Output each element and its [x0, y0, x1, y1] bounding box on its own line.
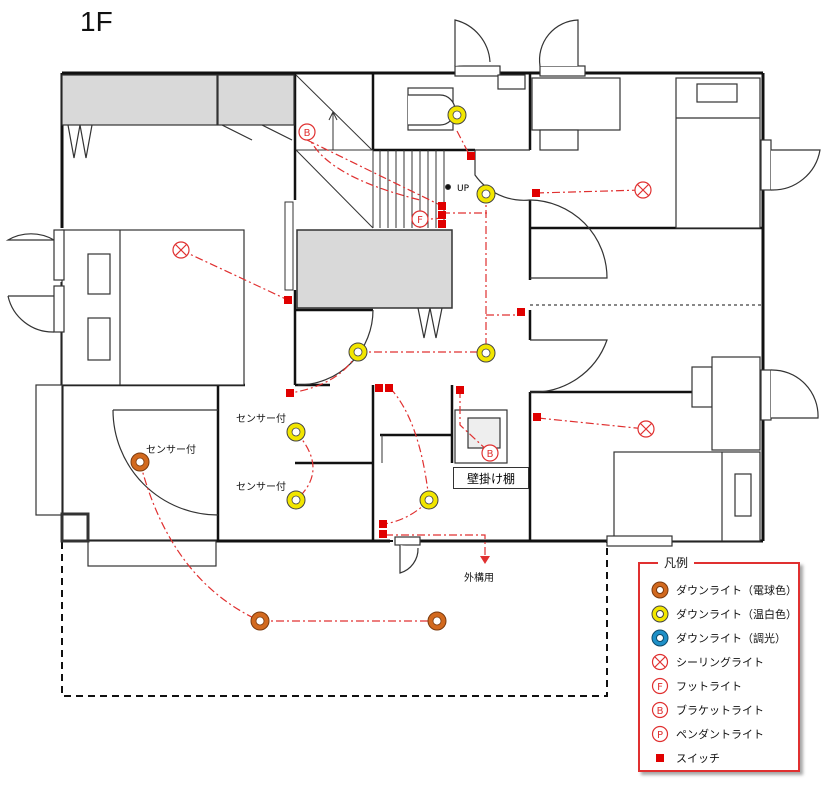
ceiling-light-icon: [634, 181, 652, 199]
switches: [284, 152, 541, 538]
bracket-symbol: B: [487, 449, 494, 460]
legend-label: ダウンライト（温白色）: [676, 608, 797, 621]
terrace-outline: [61, 540, 608, 697]
foot-light-icon: F: [411, 210, 429, 228]
legend-item: ダウンライト（温白色）: [650, 604, 797, 624]
switch-icon: [379, 520, 387, 528]
bracket-light-icon: B: [481, 444, 499, 462]
legend-item: ダウンライト（調光）: [650, 628, 786, 648]
ceiling-light-icon: [637, 420, 655, 438]
legend-label: シーリングライト: [676, 656, 764, 669]
downlight-neutral-icon: [348, 342, 368, 362]
legend-title: 凡例: [658, 554, 695, 571]
ceiling-light-icon: [172, 241, 190, 259]
toilet-room: [407, 74, 531, 201]
downlight-neutral-icon: [286, 490, 306, 510]
floor-title: 1F: [80, 6, 113, 37]
legend-item: ダウンライト（電球色）: [650, 580, 797, 600]
legend-item: P ペンダントライト: [650, 724, 764, 744]
downlight-neutral-icon: [447, 105, 467, 125]
exterior-arrow: [480, 556, 490, 564]
switch-icon: [467, 152, 475, 160]
legend-label: ダウンライト（調光）: [676, 632, 786, 645]
switch-icon: [517, 308, 525, 316]
legend-item: シーリングライト: [650, 652, 764, 672]
staircase: [295, 74, 451, 229]
downlight-warm-icon: [651, 581, 669, 599]
bracket-light-icon: B: [651, 701, 669, 719]
foot-light-icon: F: [651, 677, 669, 695]
legend-label: フットライト: [676, 680, 742, 693]
entry-area: [35, 384, 421, 574]
sensor-label: センサー付: [236, 414, 286, 425]
switch-icon: [438, 220, 446, 228]
bed-left: [61, 229, 245, 386]
switch-icon: [533, 413, 541, 421]
foot-symbol: F: [417, 215, 423, 226]
ceiling-light-icon: [651, 653, 669, 671]
up-label: UP: [457, 184, 470, 194]
downlight-warm-icon: [250, 611, 270, 631]
downlight-dimmable-icon: [651, 629, 669, 647]
switch-icon: [532, 189, 540, 197]
downlight-neutral-icon: [286, 422, 306, 442]
downlight-warm-icon: [427, 611, 447, 631]
washbasin: [454, 409, 508, 464]
bracket-light-icon: B: [298, 123, 316, 141]
pendant-light-icon: P: [651, 725, 669, 743]
closet-left: [61, 74, 295, 159]
legend-item: B ブラケットライト: [650, 700, 764, 720]
switch-icon: [438, 211, 446, 219]
switch-icon: [379, 530, 387, 538]
switch-icon: [284, 296, 292, 304]
switch-icon: [456, 386, 464, 394]
downlight-neutral-icon: [651, 605, 669, 623]
downlight-neutral-icon: [419, 490, 439, 510]
storage-block: [296, 229, 453, 309]
legend-symbol: B: [657, 706, 664, 717]
right-outer-doors: [760, 139, 821, 421]
wall-shelf-label: 壁掛け棚: [453, 467, 529, 489]
legend-label: ブラケットライト: [676, 704, 764, 717]
exterior-label: 外構用: [464, 573, 494, 584]
downlight-neutral-icon: [476, 343, 496, 363]
right-room-furniture: [531, 77, 761, 547]
hall-doors: [112, 199, 608, 516]
switch-icon: [438, 202, 446, 210]
legend-label: スイッチ: [676, 752, 720, 765]
switch-icon: [656, 754, 664, 762]
legend-item: スイッチ: [650, 748, 720, 768]
window-left-room: [284, 201, 294, 291]
legend-label: ペンダントライト: [676, 728, 764, 741]
legend-item: F フットライト: [650, 676, 742, 696]
switch-icon: [375, 384, 383, 392]
legend-symbol: F: [657, 682, 663, 693]
sensor-label: センサー付: [146, 445, 196, 456]
legend-symbol: P: [657, 730, 663, 741]
folding-door: [417, 307, 443, 339]
switch-icon: [286, 389, 294, 397]
bracket-symbol: B: [304, 128, 311, 139]
switch-icon: [385, 384, 393, 392]
downlight-neutral-icon: [476, 184, 496, 204]
top-doors: [454, 19, 586, 77]
left-outer-doors: [5, 229, 65, 333]
legend: 凡例 ダウンライト（電球色） ダウンライト（温白色） ダウンライト（調光） シー…: [638, 554, 800, 772]
legend-label: ダウンライト（電球色）: [676, 584, 797, 597]
sensor-label: センサー付: [236, 482, 286, 493]
